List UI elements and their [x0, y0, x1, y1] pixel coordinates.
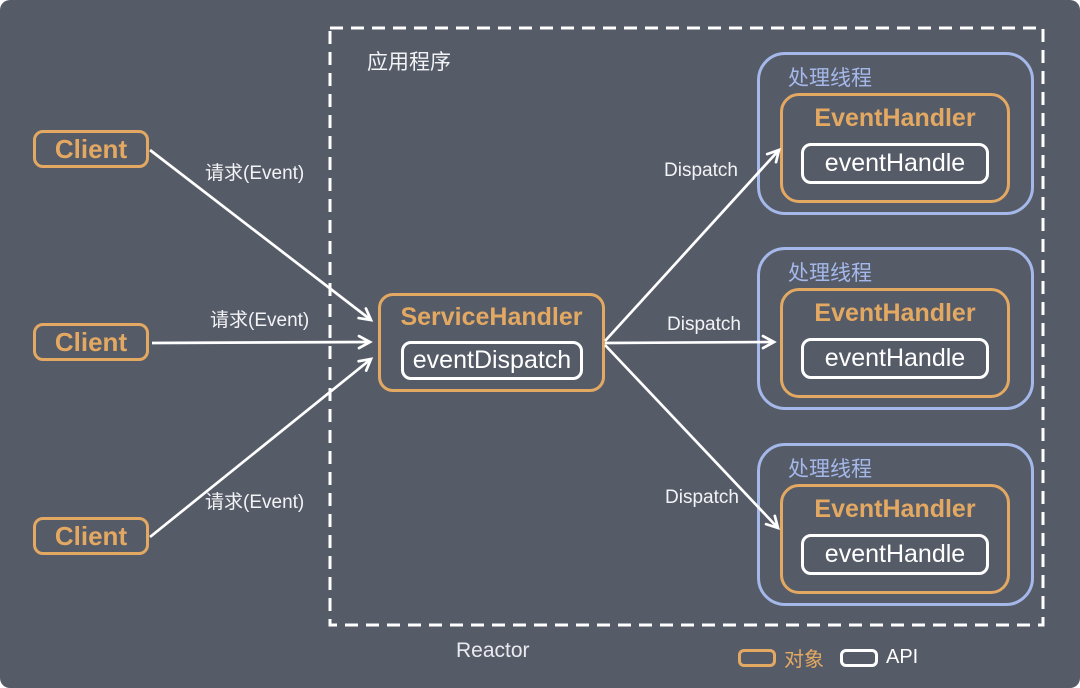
event-dispatch-api-box: eventDispatch: [401, 341, 583, 380]
thread-label: 处理线程: [788, 262, 872, 285]
dispatch-label-3: Dispatch: [665, 487, 739, 508]
event-handler-box: EventHandler eventHandle: [780, 93, 1010, 203]
request-event-label-2: 请求(Event): [210, 310, 310, 331]
object-legend-swatch: [738, 648, 776, 667]
thread-box-2: 处理线程 EventHandler eventHandle: [757, 247, 1034, 410]
event-handle-api-box: eventHandle: [801, 338, 989, 379]
service-handler-title: ServiceHandler: [400, 303, 583, 331]
event-handle-api-box: eventHandle: [801, 143, 989, 184]
dispatch-label-2: Dispatch: [667, 314, 741, 335]
thread-label: 处理线程: [788, 67, 872, 90]
event-handler-title: EventHandler: [814, 299, 976, 327]
client-label: Client: [54, 520, 128, 551]
legend: 对象 API: [738, 643, 918, 672]
thread-label: 处理线程: [788, 458, 872, 481]
application-label: 应用程序: [367, 51, 451, 74]
reactor-label: Reactor: [456, 639, 530, 662]
thread-box-3: 处理线程 EventHandler eventHandle: [757, 443, 1034, 606]
api-legend-label: API: [886, 646, 919, 668]
api-legend-swatch: [840, 648, 878, 667]
client-box-1: Client: [33, 130, 149, 168]
dispatch-label-1: Dispatch: [664, 160, 738, 181]
client-label: Client: [54, 133, 128, 164]
event-handler-title: EventHandler: [814, 495, 976, 523]
arrow-servicehandler-to-thread2: [604, 334, 777, 350]
event-handle-api-box: eventHandle: [801, 534, 989, 575]
client-label: Client: [54, 326, 128, 357]
object-legend-label: 对象: [784, 649, 824, 671]
service-handler-box: ServiceHandler eventDispatch: [378, 293, 605, 392]
client-box-3: Client: [33, 517, 149, 555]
client-box-2: Client: [33, 323, 149, 361]
event-handler-title: EventHandler: [814, 104, 976, 132]
event-handler-box: EventHandler eventHandle: [780, 288, 1010, 398]
request-event-label-1: 请求(Event): [205, 163, 305, 184]
thread-box-1: 处理线程 EventHandler eventHandle: [757, 52, 1034, 215]
arrow-client2-to-servicehandler: [151, 334, 373, 350]
request-event-label-3: 请求(Event): [205, 492, 305, 513]
event-handler-box: EventHandler eventHandle: [780, 484, 1010, 594]
